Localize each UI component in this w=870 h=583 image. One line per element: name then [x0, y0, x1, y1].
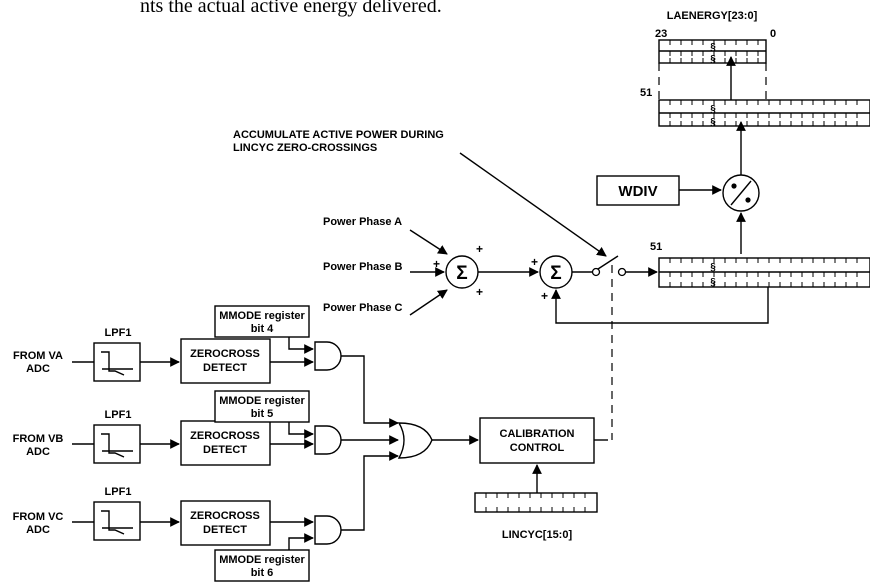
- plus-sign-a: +: [476, 242, 483, 256]
- lpf-vc-box: [93, 501, 141, 541]
- calibration-line2: CONTROL: [510, 442, 565, 454]
- annotation-pointer: [459, 152, 607, 257]
- mmode-bit5-line2: bit 5: [251, 408, 274, 420]
- power-phase-c-label: Power Phase C: [323, 302, 403, 314]
- laenergy-label: LAENERGY[23:0]: [667, 10, 758, 22]
- svg-text:Σ: Σ: [456, 263, 467, 284]
- svg-text:§: §: [710, 117, 716, 128]
- svg-text:§: §: [710, 262, 716, 273]
- source-va-line1: FROM VA: [13, 350, 63, 362]
- power-phase-a-label: Power Phase A: [323, 216, 402, 228]
- calibration-line1: CALIBRATION: [500, 428, 575, 440]
- source-vb-line1: FROM VB: [13, 433, 64, 445]
- channel-vc: FROM VC ADC LPF1 ZEROCROSS DETECT MMODE …: [13, 451, 399, 582]
- mmode-bit5-line1: MMODE register: [219, 395, 305, 407]
- lpf-vc-icon: [101, 510, 125, 535]
- zerocross-va-box: [180, 338, 271, 384]
- arrow-phase-a: [409, 229, 448, 255]
- lpf-label-vb: LPF1: [105, 409, 132, 421]
- annotation-line-2: LINCYC ZERO-CROSSINGS: [233, 142, 377, 154]
- arrow-phase-c: [409, 289, 448, 316]
- wdiv-label: WDIV: [618, 183, 657, 200]
- accumulator-summer: Σ: [539, 255, 573, 289]
- zerocross-vb-box: [180, 420, 271, 466]
- phase-summer: Σ: [445, 255, 479, 289]
- feedback-path: [551, 287, 769, 324]
- source-vc-line2: ADC: [26, 524, 50, 536]
- or-gate: [397, 422, 433, 459]
- energy-register: § §: [658, 99, 870, 128]
- mmode-bit4-line2: bit 4: [251, 323, 274, 335]
- source-vb-line2: ADC: [26, 446, 50, 458]
- plus-sign-b: +: [433, 257, 440, 271]
- laenergy-msb-label: 23: [655, 28, 667, 40]
- accumulation-register: § §: [658, 257, 870, 288]
- lpf-label-vc: LPF1: [105, 486, 132, 498]
- lpf-label-va: LPF1: [105, 327, 132, 339]
- zerocross-va-line2: DETECT: [203, 362, 247, 374]
- and-gate-vc: [314, 515, 342, 545]
- accum-register-msb-label: 51: [650, 241, 662, 253]
- zerocross-vb-line2: DETECT: [203, 444, 247, 456]
- plus-sign-feedback: +: [541, 289, 548, 303]
- source-va-line2: ADC: [26, 363, 50, 375]
- svg-text:§: §: [710, 54, 716, 65]
- lincyc-label: LINCYC[15:0]: [502, 529, 573, 541]
- svg-text:§: §: [710, 277, 716, 288]
- power-phase-b-label: Power Phase B: [323, 261, 403, 273]
- laenergy-register: § §: [658, 39, 767, 65]
- lpf-va-box: [93, 342, 141, 382]
- annotation-line-1: ACCUMULATE ACTIVE POWER DURING: [233, 129, 444, 141]
- zerocross-vc-line2: DETECT: [203, 524, 247, 536]
- lpf-va-icon: [101, 351, 125, 376]
- svg-text:Σ: Σ: [550, 263, 561, 284]
- mmode-bit6-line1: MMODE register: [219, 554, 305, 566]
- zerocross-vc-line1: ZEROCROSS: [190, 510, 260, 522]
- calibration-control-box: [479, 417, 595, 464]
- lpf-vb-icon: [101, 433, 125, 458]
- zerocross-va-line1: ZEROCROSS: [190, 348, 260, 360]
- divider-icon: [722, 174, 760, 212]
- mmode-bit4-box: [214, 305, 310, 338]
- source-vc-line1: FROM VC: [13, 511, 64, 523]
- zerocross-vc-box: [180, 500, 271, 546]
- svg-text:§: §: [710, 42, 716, 53]
- wdiv-box: [596, 175, 680, 206]
- channel-vb: FROM VB ADC LPF1 ZEROCROSS DETECT MMODE …: [13, 390, 399, 466]
- svg-text:§: §: [710, 104, 716, 115]
- lincyc-register: [474, 492, 598, 513]
- plus-sign-accum-in: +: [531, 255, 538, 269]
- and-gate-vb: [314, 425, 342, 455]
- lpf-vb-box: [93, 424, 141, 464]
- and-gate-va: [314, 341, 342, 371]
- channel-va: FROM VA ADC LPF1 ZEROCROSS DETECT MMODE …: [13, 305, 399, 428]
- mmode-bit5-box: [214, 390, 310, 423]
- accumulation-switch: [572, 255, 627, 277]
- zerocross-vb-line1: ZEROCROSS: [190, 430, 260, 442]
- upper-register-msb-label: 51: [640, 87, 652, 99]
- mmode-bit4-line1: MMODE register: [219, 310, 305, 322]
- intro-text: nts the actual active energy delivered.: [140, 0, 442, 17]
- plus-sign-c: +: [476, 285, 483, 299]
- laenergy-lsb-label: 0: [770, 28, 776, 40]
- mmode-bit6-line2: bit 6: [251, 567, 274, 579]
- mmode-bit6-box: [214, 549, 310, 582]
